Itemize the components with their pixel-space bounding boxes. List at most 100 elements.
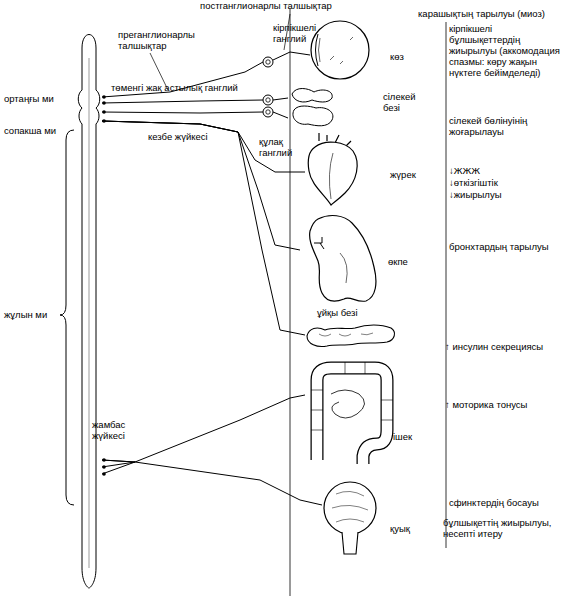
gland-shape [293,106,333,126]
organ-lung: өкпе [300,213,380,303]
node-label: қуық [390,524,430,535]
nerve-fiber [102,121,300,250]
node-label: сілекей безі [383,92,428,114]
bladder-neck [342,532,358,554]
eye-outline [311,21,369,79]
nerve-fiber [102,62,263,97]
root-dot [102,101,106,105]
node-label: жүрек [390,170,430,181]
lung-drawing [300,213,380,303]
central-canal [89,58,90,568]
nerve-fiber [273,52,310,60]
effect-text: ↓ЖЖЖ [449,166,549,177]
spinal-cord-outline [78,35,100,589]
node-label: ұйқы безі [317,308,377,319]
effect-text: сфинктердің босауы [449,498,561,509]
root-dot [102,465,106,469]
ganglion-circle [263,95,273,105]
eye-detail [330,37,353,64]
colon-outline [317,368,387,464]
gland-shape [292,89,332,103]
effect-text: карашықтың тарылуы (миоз) [418,9,563,20]
node-label: көз [390,52,420,63]
lung-outline [310,216,376,302]
lung-fissure [340,253,347,283]
effect-text: сілекей бөлінуінің жоғарылауы [449,116,561,138]
effect-text: ↑ моторика тонусы [445,400,561,411]
ganglion-circle [263,107,273,117]
eye-lens [319,38,321,62]
eye-drawing [310,20,370,80]
ganglion-core [266,60,270,64]
nerve-label: кезбе жүйкесі [148,132,238,143]
effect-text: бронхтардың тарылуы [449,242,561,253]
node-label: жұлын ми [4,310,60,321]
spinal-brace [60,130,74,505]
saliva-drawing [288,86,338,128]
ganglion-circle [263,57,273,67]
central-nervous-system: ортаңғы мисопакша мижұлын ми [76,28,102,588]
nerve-fiber [102,395,305,462]
small-intestine [331,390,365,418]
node-label: өкпе [388,257,428,268]
ganglion-node: құлақ ганглий [263,107,273,117]
ganglion-node: кірпікшелі ганглий [263,57,273,67]
pelvic-root-line [102,462,135,474]
colon-haustra [311,362,393,430]
ganglion-node: төменгі жақ астылық ганглий [263,95,273,105]
root-dot [102,95,106,99]
node-label: ортаңғы ми [4,94,68,105]
bronchus [314,237,324,249]
nerve-fiber [102,121,305,335]
organ-heart: жүрек [305,133,360,205]
nerve-fiber [273,112,288,118]
bladder-muscle [332,491,368,522]
nerve-fiber [102,112,263,113]
effect-text: ↑ инсулин секрециясы [445,342,561,353]
effect-text: ↓өткізгіштік [449,178,549,189]
colon-fill [317,368,387,464]
bladder-drawing [322,478,378,556]
organ-gland: сілекей безі [288,86,338,128]
pancreas-drawing [305,322,397,348]
root-dot [102,472,106,476]
root-dot [102,110,106,114]
nerve-label: жамбас жүйкесі [92,420,136,442]
fiber-label: постганглионарлы талшықтар [200,1,360,12]
organ-bladder: қуық [322,478,378,556]
ganglion-drawing [263,107,273,117]
nerve-fiber [102,121,305,172]
nerve-fiber [102,460,322,505]
cord-drawing [76,28,102,588]
pancreas-outline [307,325,394,347]
heart-detail [329,153,333,199]
divider-line [290,8,291,596]
effect-text: кірпікшелі бұлшықеттердің жиырылуы (акко… [449,24,561,79]
nerve-fiber [273,98,288,100]
organ-eye: көз [310,20,370,80]
ganglion-drawing [263,95,273,105]
column-line [446,22,447,548]
pancreas-lobule [319,333,373,336]
heart-outline [308,142,357,205]
organ-pancreas: ұйқы безі [305,322,397,348]
node-label: құлақ ганглий [259,137,299,159]
ganglion-drawing [263,57,273,67]
node-label: ішек [393,432,433,443]
organ-intestine: ішек [305,360,397,468]
intestine-drawing [305,360,397,468]
heart-drawing [305,133,360,205]
ganglion-core [266,98,270,102]
bladder-outline [324,482,376,534]
eye-lens [316,34,319,66]
root-dot [102,458,106,462]
node-label: сопакша ми [4,126,68,137]
root-dot [102,119,106,123]
nerve-fiber [102,100,263,103]
effect-text: ↓жиырылуы [449,190,549,201]
fiber-label: преганглионарлы талшықтар [118,30,194,52]
effect-text: бұлшықеттің жиырылуы, несепті итеру [443,518,561,540]
ganglion-core [266,110,270,114]
node-label: төменгі жақ астылық ганглий [111,83,261,94]
